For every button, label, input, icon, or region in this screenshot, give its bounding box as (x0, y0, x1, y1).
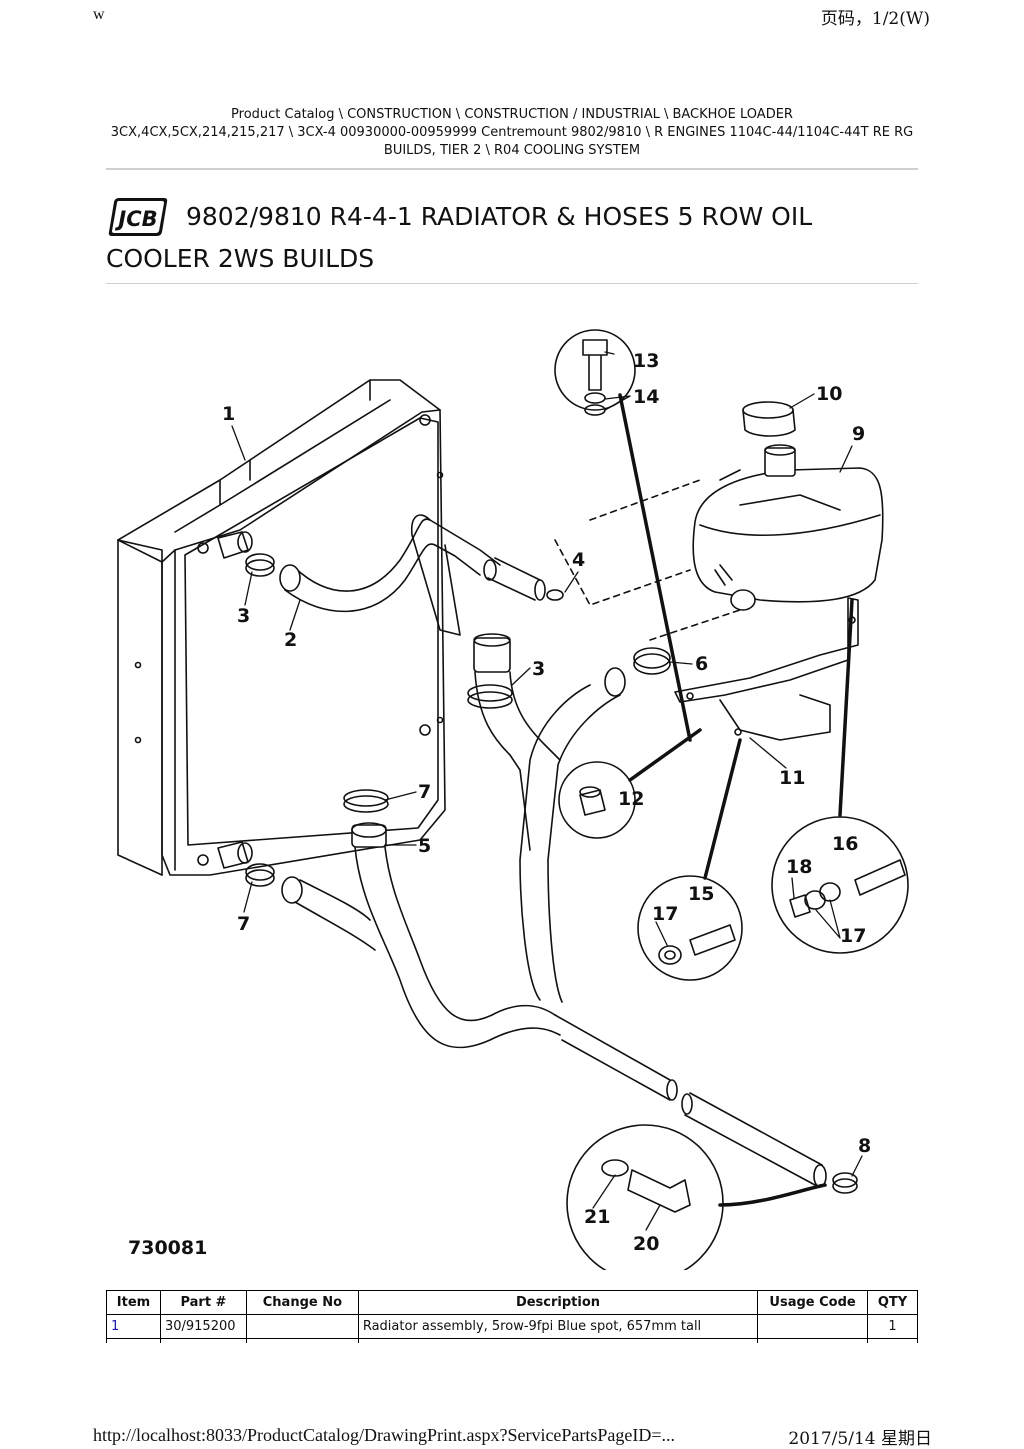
print-footer-url: http://localhost:8033/ProductCatalog/Dra… (93, 1425, 676, 1445)
breadcrumb-line-1[interactable]: Product Catalog \ CONSTRUCTION \ CONSTRU… (231, 107, 793, 122)
table-row: 1 30/915200 Radiator assembly, 5row-9fpi… (106, 1314, 918, 1339)
callout-4: 4 (572, 549, 585, 571)
breadcrumb: Product Catalog \ CONSTRUCTION \ CONSTRU… (106, 106, 918, 160)
callout-7a: 7 (418, 781, 431, 803)
title-divider (106, 283, 918, 284)
column-header-qty: QTY (867, 1290, 918, 1315)
qty-cell: 1 (867, 1314, 918, 1339)
column-header-item: Item (106, 1290, 161, 1315)
mounting-bracket-drawing (674, 597, 859, 741)
callout-5: 5 (418, 835, 431, 857)
callout-13: 13 (633, 350, 659, 372)
exploded-parts-diagram: 1 2 3 3 4 5 6 7 7 8 9 10 11 12 13 14 15 … (117, 329, 909, 1270)
callout-18: 18 (786, 856, 812, 878)
callout-14: 14 (633, 386, 659, 408)
callout-7b: 7 (237, 913, 250, 935)
callout-10: 10 (816, 383, 842, 405)
callout-6: 6 (695, 653, 708, 675)
callout-11: 11 (779, 767, 805, 789)
column-header-change: Change No (245, 1290, 359, 1315)
jcb-logo-text: JCB (114, 207, 157, 231)
callout-17b: 17 (840, 925, 866, 947)
callout-1: 1 (222, 403, 235, 425)
callout-21: 21 (584, 1206, 610, 1228)
callout-20: 20 (633, 1233, 659, 1255)
detail-circle-bolt-nut-16 (771, 598, 909, 954)
detail-circle-bolt-washers (554, 329, 692, 742)
print-header-left: w (93, 6, 105, 23)
part-number-cell: 30/915200 (159, 1314, 247, 1339)
drawing-number: 730081 (128, 1237, 207, 1259)
item-link[interactable]: 1 (106, 1314, 161, 1339)
parts-table: Item Part # Change No Description Usage … (106, 1290, 918, 1343)
usage-code-cell (757, 1314, 868, 1339)
change-number-cell (245, 1314, 359, 1339)
callout-8: 8 (858, 1135, 871, 1157)
table-row-continuation (106, 1338, 918, 1343)
print-header-page-number: 页码，1/2(W) (820, 9, 930, 29)
callout-9: 9 (852, 423, 865, 445)
callout-16: 16 (832, 833, 858, 855)
callout-12: 12 (618, 788, 644, 810)
detail-circle-clamp-bolt (566, 1124, 827, 1270)
callout-numbers: 1 2 3 3 4 5 6 7 7 8 9 10 11 12 13 14 15 … (222, 350, 871, 1255)
callout-3b: 3 (532, 658, 545, 680)
callout-2: 2 (284, 629, 297, 651)
column-header-description: Description (357, 1290, 759, 1315)
breadcrumb-line-3[interactable]: BUILDS, TIER 2 \ R04 COOLING SYSTEM (383, 143, 641, 158)
detail-circle-bolt-washer-15 (637, 738, 743, 981)
page-title-line-2: COOLER 2WS BUILDS (106, 244, 375, 273)
jcb-logo: JCB (108, 198, 168, 236)
header-divider (106, 168, 918, 170)
hose-clamps-drawing (245, 553, 858, 1194)
breadcrumb-line-2[interactable]: 3CX,4CX,5CX,214,215,217 \ 3CX-4 00930000… (110, 125, 914, 140)
top-hose-drawing (279, 514, 561, 851)
callout-17a: 17 (652, 903, 678, 925)
callout-15: 15 (688, 883, 714, 905)
callout-3a: 3 (237, 605, 250, 627)
lower-hoses-drawing (281, 667, 827, 1188)
column-header-part: Part # (159, 1290, 247, 1315)
column-header-usage: Usage Code (757, 1290, 868, 1315)
detail-circle-nut (558, 728, 702, 839)
expansion-tank-drawing (554, 401, 884, 641)
print-footer-date: 2017/5/14 星期日 (788, 1429, 932, 1449)
description-cell: Radiator assembly, 5row-9fpi Blue spot, … (357, 1314, 759, 1339)
page-title-line-1: 9802/9810 R4-4-1 RADIATOR & HOSES 5 ROW … (186, 202, 813, 231)
parts-table-header-row: Item Part # Change No Description Usage … (106, 1290, 918, 1315)
callout-leader-lines (231, 351, 863, 1231)
radiator-drawing (117, 379, 446, 876)
